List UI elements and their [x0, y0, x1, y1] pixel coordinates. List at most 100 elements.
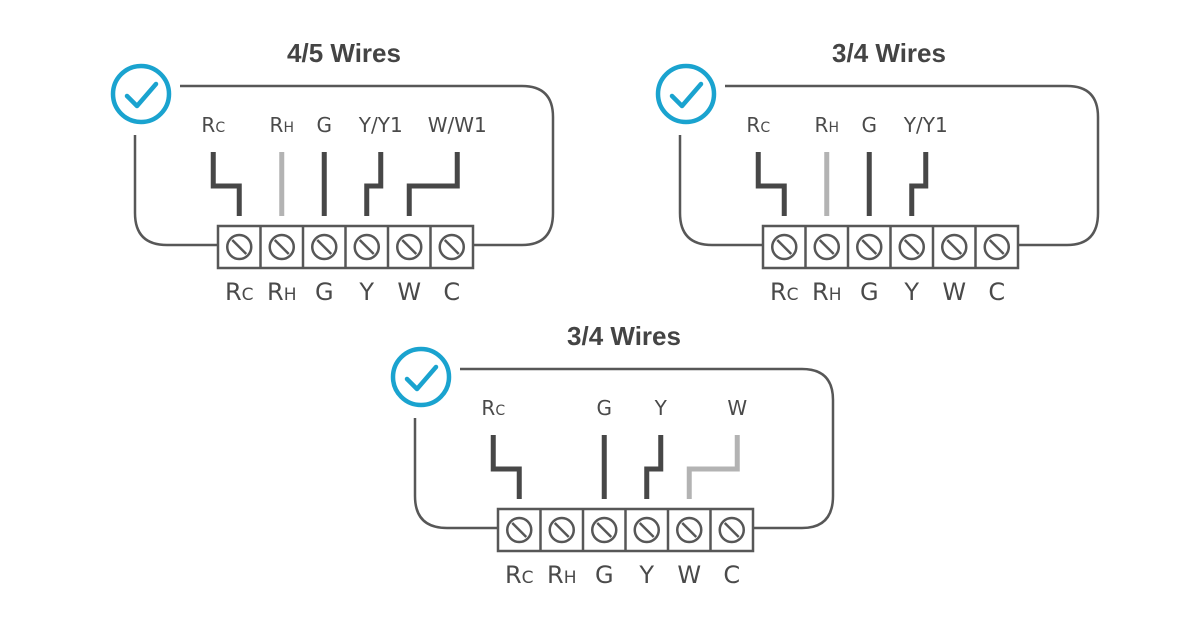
screw-head [856, 233, 883, 261]
wire-label-main: Y/Y1 [358, 113, 403, 137]
check-circle [390, 346, 452, 408]
terminal-label-main: Y [638, 561, 654, 589]
terminal-screw-icon [353, 233, 380, 261]
terminal-screw-icon [226, 233, 253, 261]
terminal-label: Y [358, 278, 374, 306]
wire-label: G [597, 396, 613, 420]
screw-slot [776, 239, 793, 255]
wire-label: RH [815, 113, 839, 137]
wire-label-main: G [317, 113, 333, 137]
terminal-label: RH [547, 561, 576, 589]
wire-label: RC [746, 113, 770, 137]
wire-label-sub: C [495, 403, 505, 419]
terminal-label-sub: H [564, 568, 577, 588]
terminal-label-sub: C [242, 285, 254, 305]
diagram-title-main: 4/5 Wires [287, 38, 401, 68]
terminal-label-main: R [225, 278, 242, 306]
wire-label-main: W [727, 396, 747, 420]
wire [644, 435, 664, 499]
base-outline [678, 84, 1100, 247]
wire-label-main: R [270, 113, 284, 137]
screw-slot [818, 239, 835, 255]
diagram-title: 3/4 Wires [567, 321, 681, 351]
terminal-screw-icon [718, 516, 745, 544]
screw-slot [903, 239, 920, 255]
terminal-label-main: G [860, 278, 879, 306]
terminal-label-main: W [397, 278, 421, 306]
terminal-screw-icon [676, 516, 703, 544]
terminal-screw-icon [548, 516, 575, 544]
terminal-label-main: R [812, 278, 829, 306]
diagram-title-main: 3/4 Wires [832, 38, 946, 68]
screw-head [941, 233, 968, 261]
screw-slot [861, 239, 878, 255]
wire-label: G [317, 113, 333, 137]
terminal-label-main: R [505, 561, 522, 589]
check-mark [669, 81, 704, 109]
screw-head [268, 233, 295, 261]
wire [210, 152, 242, 216]
screw-head [898, 233, 925, 261]
terminal-screw-icon [438, 233, 465, 261]
terminal-label-main: G [315, 278, 334, 306]
terminal-screw-icon [941, 233, 968, 261]
terminal-screw-icon [311, 233, 338, 261]
screw-slot [231, 239, 248, 255]
terminal-label-main: C [723, 561, 740, 589]
screw-head [633, 516, 660, 544]
screw-slot [401, 239, 418, 255]
wire-label: W [727, 396, 747, 420]
terminal-label-main: Y [358, 278, 374, 306]
screw-head [548, 516, 575, 544]
screw-slot [273, 239, 290, 255]
terminal-label-main: C [443, 278, 460, 306]
wire [686, 435, 740, 499]
terminal-label: RC [770, 278, 799, 306]
terminal-label: Y [903, 278, 919, 306]
base-outline [413, 367, 835, 530]
terminal-label: G [595, 561, 614, 589]
terminal-label-main: R [267, 278, 284, 306]
terminal-label: W [397, 278, 421, 306]
terminal-screw-icon [268, 233, 295, 261]
wire-label-sub: H [828, 120, 839, 136]
terminal-label-sub: C [522, 568, 534, 588]
screw-slot [596, 522, 613, 538]
check-mark [124, 81, 159, 109]
wire [755, 152, 787, 216]
wire-label-main: Y [654, 396, 668, 420]
screw-head [226, 233, 253, 261]
wire-label-main: W/W1 [428, 113, 487, 137]
terminal-label: G [315, 278, 334, 306]
terminal-label: RH [812, 278, 841, 306]
terminal-label: W [942, 278, 966, 306]
terminal-screw-icon [771, 233, 798, 261]
screw-head [983, 233, 1010, 261]
checkmark-circle-icon [390, 346, 452, 408]
terminal-label: Y [638, 561, 654, 589]
wire-label-main: G [862, 113, 878, 137]
terminal-label: C [723, 561, 740, 589]
wire-label-sub: C [215, 120, 225, 136]
screw-slot [358, 239, 375, 255]
wire [909, 152, 929, 216]
base-outline [133, 84, 555, 247]
terminal-label-main: Y [903, 278, 919, 306]
terminal-screw-icon [633, 516, 660, 544]
screw-head [718, 516, 745, 544]
terminal-label-main: R [770, 278, 787, 306]
wire [364, 152, 384, 216]
terminal-screw-icon [506, 516, 533, 544]
wire-label: RC [201, 113, 225, 137]
check-circle [110, 63, 172, 125]
terminal-label-main: W [942, 278, 966, 306]
terminal-screw-icon [856, 233, 883, 261]
screw-slot [553, 522, 570, 538]
diagram-title-main: 3/4 Wires [567, 321, 681, 351]
diagram-title: 3/4 Wires [832, 38, 946, 68]
wire-label: W/W1 [428, 113, 487, 137]
terminal-label-main: W [677, 561, 701, 589]
screw-head [676, 516, 703, 544]
wire-label: Y [654, 396, 668, 420]
